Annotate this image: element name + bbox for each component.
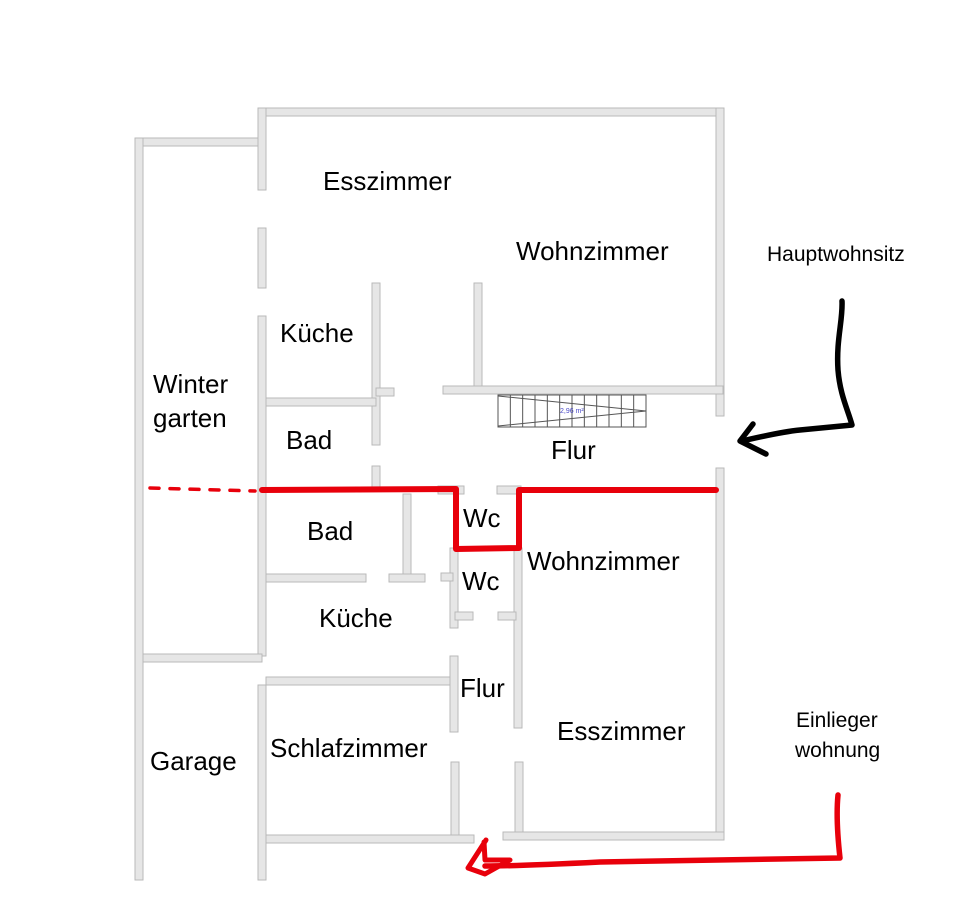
staircase: 2,96 m²: [497, 394, 647, 428]
room-label-flur-upper: Flur: [551, 435, 596, 465]
room-label-wintergarten-line1: Winter: [153, 369, 228, 399]
stair-direction: [497, 410, 647, 427]
wall: [715, 467, 725, 839]
room-label-kueche-upper: Küche: [280, 318, 354, 348]
room-label-wohnzimmer-upper: Wohnzimmer: [516, 236, 669, 266]
annotation-granny-flat-line2: wohnung: [794, 739, 880, 762]
arrowhead-icon: [465, 837, 513, 877]
main-residence-arrow: [737, 298, 855, 457]
room-label-bad-upper: Bad: [286, 425, 332, 455]
wall: [265, 397, 377, 407]
stair-steps: [509, 395, 635, 427]
annotation-granny-flat-line1: Einlieger: [796, 709, 878, 732]
wall: [473, 282, 483, 392]
wall: [134, 137, 267, 147]
room-label-esszimmer-upper: Esszimmer: [323, 166, 452, 196]
stair-area-label: 2,96 m²: [560, 408, 584, 415]
divider-solid-line: [259, 486, 719, 552]
wall: [257, 315, 267, 657]
room-label-esszimmer-lower: Esszimmer: [557, 716, 686, 746]
wall: [375, 387, 395, 397]
walls: [134, 107, 725, 881]
room-label-schlafzimmer: Schlafzimmer: [270, 733, 428, 763]
wall: [265, 573, 367, 583]
wall: [715, 107, 725, 417]
room-label-kueche-lower: Küche: [319, 603, 393, 633]
stair-direction: [497, 395, 647, 412]
unit-divider: [148, 486, 719, 552]
arrow-line: [482, 792, 843, 869]
wall: [142, 653, 263, 663]
wall: [265, 834, 475, 844]
room-label-wc-upper: Wc: [463, 503, 501, 533]
wall: [442, 385, 724, 395]
arrow-line: [739, 298, 855, 444]
wall: [134, 137, 144, 881]
wall: [440, 572, 454, 582]
wall: [513, 547, 523, 729]
wall: [257, 107, 725, 117]
annotation-main-residence: Hauptwohnsitz: [767, 243, 905, 266]
granny-flat-arrow: [465, 792, 843, 877]
room-label-wintergarten-line2: garten: [153, 403, 227, 433]
wall: [265, 676, 459, 686]
wall: [402, 493, 412, 579]
arrowhead-icon: [737, 421, 769, 457]
wall: [502, 831, 725, 841]
room-label-wohnzimmer-lower: Wohnzimmer: [527, 546, 680, 576]
wall: [454, 611, 474, 621]
room-label-wc-lower: Wc: [462, 566, 500, 596]
wall: [257, 227, 267, 289]
room-label-garage: Garage: [150, 746, 237, 776]
wall: [257, 684, 267, 881]
wall: [257, 107, 267, 191]
wall: [514, 761, 524, 839]
wall: [497, 611, 517, 621]
wall: [449, 655, 459, 733]
wall: [371, 282, 381, 446]
wall: [450, 761, 460, 839]
wall: [388, 573, 426, 583]
room-label-bad-lower: Bad: [307, 516, 353, 546]
divider-dashed-line: [148, 486, 257, 493]
room-label-flur-lower: Flur: [460, 673, 505, 703]
